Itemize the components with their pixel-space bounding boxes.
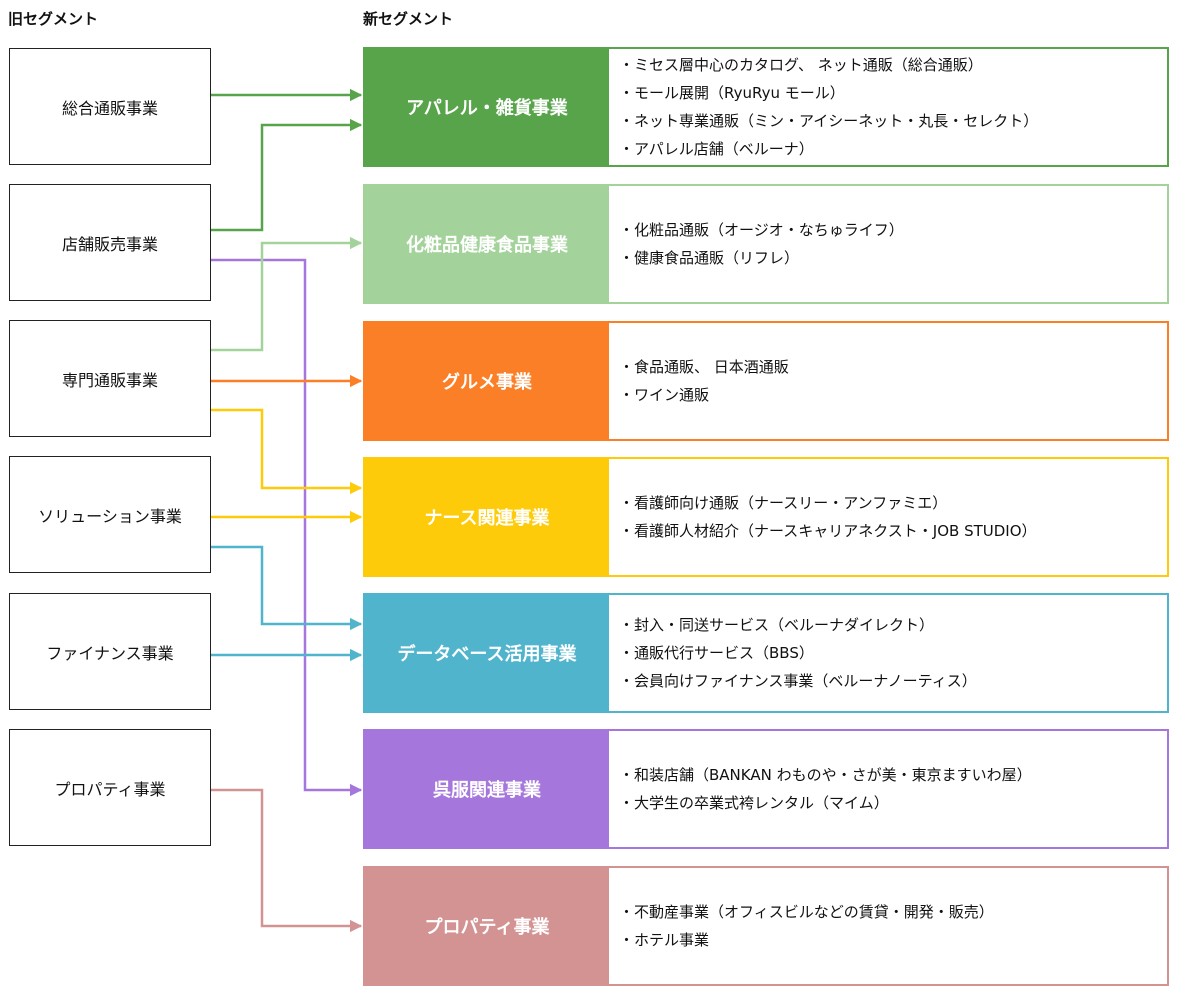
new-segment-name: プロパティ事業 (365, 868, 609, 984)
new-segment-row: アパレル・雑貨事業・ミセス層中心のカタログ、 ネット通販（総合通販） ・モール展開… (363, 47, 1169, 167)
connector-arrow (211, 236, 363, 352)
segment-item: ・ホテル事業 (619, 931, 710, 949)
new-segment-items: ・ミセス層中心のカタログ、 ネット通販（総合通販） ・モール展開（RyuRyu モ… (609, 49, 1167, 165)
new-segment-name: ナース関連事業 (365, 459, 609, 575)
old-segment-box: ソリューション事業 (9, 456, 211, 573)
old-segment-box: 専門通販事業 (9, 320, 211, 437)
connector-arrow (211, 408, 363, 495)
new-segment-name: アパレル・雑貨事業 (365, 49, 609, 165)
segment-item: ・ネット専業通販（ミン・アイシーネット・丸長・セレクト） (619, 112, 1039, 130)
segment-item: ・不動産事業（オフィスビルなどの賃貸・開発・販売） (619, 903, 994, 921)
segment-item: ・会員向けファイナンス事業（ベルーナノーティス） (619, 672, 977, 690)
connector-arrow (211, 788, 363, 933)
new-segment-row: プロパティ事業・不動産事業（オフィスビルなどの賃貸・開発・販売） ・ホテル事業 (363, 866, 1169, 986)
segment-item: ・ワイン通販 (619, 386, 710, 404)
new-segment-name: データベース活用事業 (365, 595, 609, 711)
new-segment-items: ・和装店舗（BANKAN わものや・さが美・東京ますいわ屋） ・大学生の卒業式袴レ… (609, 731, 1167, 847)
old-segment-box: ファイナンス事業 (9, 593, 211, 710)
new-segment-name: 呉服関連事業 (365, 731, 609, 847)
segment-item: ・化粧品通販（オージオ・なちゅライフ） (619, 221, 904, 239)
segment-item: ・和装店舗（BANKAN わものや・さが美・東京ますいわ屋） (619, 766, 1032, 784)
connector-arrow (211, 545, 363, 631)
segment-item: ・健康食品通販（リフレ） (619, 249, 800, 267)
new-segment-items: ・封入・同送サービス（ベルーナダイレクト） ・通販代行サービス（BBS） ・会員向け… (609, 595, 1167, 711)
segment-item: ・封入・同送サービス（ベルーナダイレクト） (619, 616, 935, 634)
segment-item: ・ミセス層中心のカタログ、 ネット通販（総合通販） (619, 56, 983, 74)
new-segment-row: ナース関連事業・看護師向け通販（ナースリー・アンファミエ） ・看護師人材紹介（ナー… (363, 457, 1169, 577)
segment-item: ・大学生の卒業式袴レンタル（マイム） (619, 794, 889, 812)
segment-item: ・看護師人材紹介（ナースキャリアネクスト・JOB STUDIO） (619, 522, 1037, 540)
old-segment-header: 旧セグメント (8, 10, 99, 28)
segment-item: ・通販代行サービス（BBS） (619, 644, 814, 662)
new-segment-header: 新セグメント (363, 10, 454, 28)
old-segment-box: プロパティ事業 (9, 729, 211, 846)
new-segment-items: ・化粧品通販（オージオ・なちゅライフ） ・健康食品通販（リフレ） (609, 186, 1167, 302)
new-segment-row: 化粧品健康食品事業・化粧品通販（オージオ・なちゅライフ） ・健康食品通販（リフレ） (363, 184, 1169, 304)
segment-item: ・食品通販、 日本酒通販 (619, 358, 789, 376)
new-segment-items: ・看護師向け通販（ナースリー・アンファミエ） ・看護師人材紹介（ナースキャリアネク… (609, 459, 1167, 575)
new-segment-row: グルメ事業・食品通販、 日本酒通販・ワイン通販 (363, 321, 1169, 441)
connector-arrow (211, 118, 363, 232)
new-segment-row: データベース活用事業・封入・同送サービス（ベルーナダイレクト） ・通販代行サービス… (363, 593, 1169, 713)
segment-item: ・モール展開（RyuRyu モール） (619, 84, 845, 102)
segment-item: ・アパレル店舗（ベルーナ） (619, 140, 814, 158)
segment-item: ・看護師向け通販（ナースリー・アンファミエ） (619, 494, 948, 512)
connector-arrow (211, 258, 363, 797)
new-segment-items: ・不動産事業（オフィスビルなどの賃貸・開発・販売） ・ホテル事業 (609, 868, 1167, 984)
old-segment-box: 総合通販事業 (9, 48, 211, 165)
new-segment-items: ・食品通販、 日本酒通販・ワイン通販 (609, 323, 1167, 439)
new-segment-name: グルメ事業 (365, 323, 609, 439)
new-segment-row: 呉服関連事業・和装店舗（BANKAN わものや・さが美・東京ますいわ屋） ・大学生… (363, 729, 1169, 849)
old-segment-box: 店舗販売事業 (9, 184, 211, 301)
new-segment-name: 化粧品健康食品事業 (365, 186, 609, 302)
